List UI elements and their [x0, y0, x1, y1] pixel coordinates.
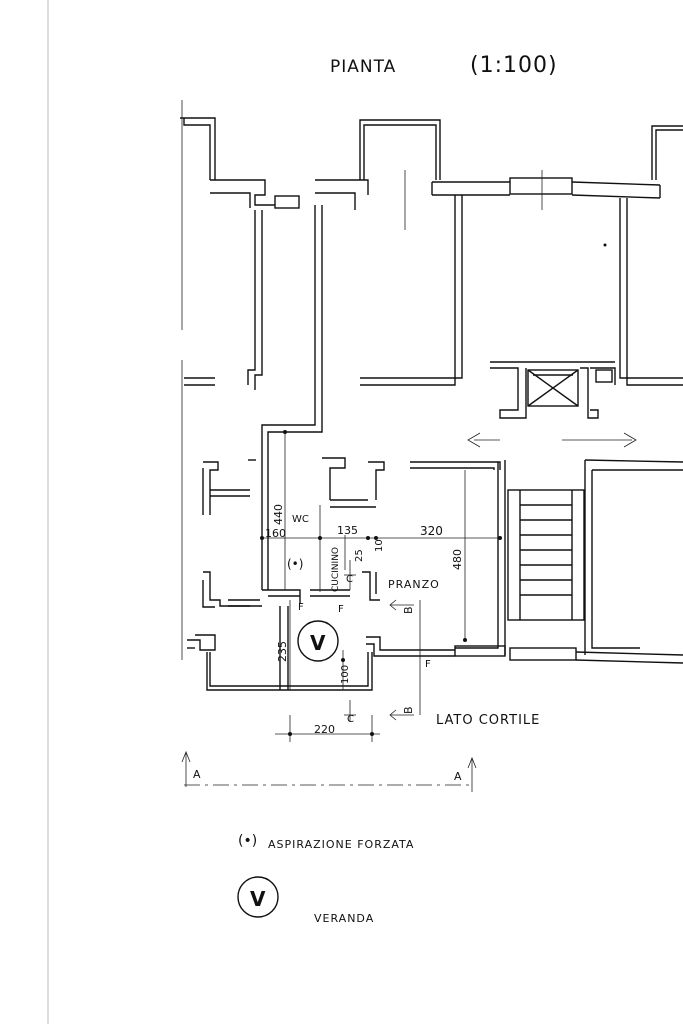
dim-10: 10: [374, 539, 385, 552]
dim-100: 100: [340, 665, 351, 684]
veranda-symbol: V: [310, 631, 326, 655]
dimension-lines: [181, 100, 637, 792]
dim-25: 25: [354, 549, 365, 562]
room-label-kitchen: CUCININO: [331, 547, 341, 592]
legend-veranda-circle: [237, 876, 279, 918]
dim-220: 220: [314, 723, 335, 736]
forced-air-marker: (•): [287, 557, 303, 571]
walls: [180, 117, 683, 691]
dimension-ticks: [260, 243, 607, 736]
legend-veranda-text: VERANDA: [314, 912, 374, 925]
site-label: LATO CORTILE: [436, 713, 540, 728]
dim-440: 440: [272, 504, 285, 525]
section-c-bottom: C: [347, 714, 354, 725]
legend-forced-air-symbol: (•): [238, 833, 257, 849]
dim-320: 320: [420, 524, 443, 538]
room-label-dining: PRANZO: [388, 578, 440, 591]
plan-title: PIANTA: [330, 57, 396, 77]
veranda-circle: [297, 620, 339, 662]
dim-160: 160: [265, 527, 286, 540]
legend-veranda-symbol: V: [250, 887, 266, 911]
section-c-top: C: [346, 574, 353, 585]
section-f-1: F: [298, 602, 304, 613]
section-a-left: A: [193, 768, 201, 781]
section-b-top: B: [402, 606, 415, 614]
legend-forced-air-text: ASPIRAZIONE FORZATA: [268, 838, 414, 851]
section-f-2: F: [338, 604, 344, 615]
section-a-right: A: [454, 770, 462, 783]
room-label-wc: WC: [292, 514, 309, 525]
dim-135: 135: [337, 524, 358, 537]
section-f-3: F: [425, 659, 431, 670]
plan-scale: (1:100): [470, 53, 558, 78]
dim-480: 480: [451, 549, 464, 570]
section-b-bottom: B: [402, 706, 415, 714]
dim-235: 235: [276, 641, 289, 662]
